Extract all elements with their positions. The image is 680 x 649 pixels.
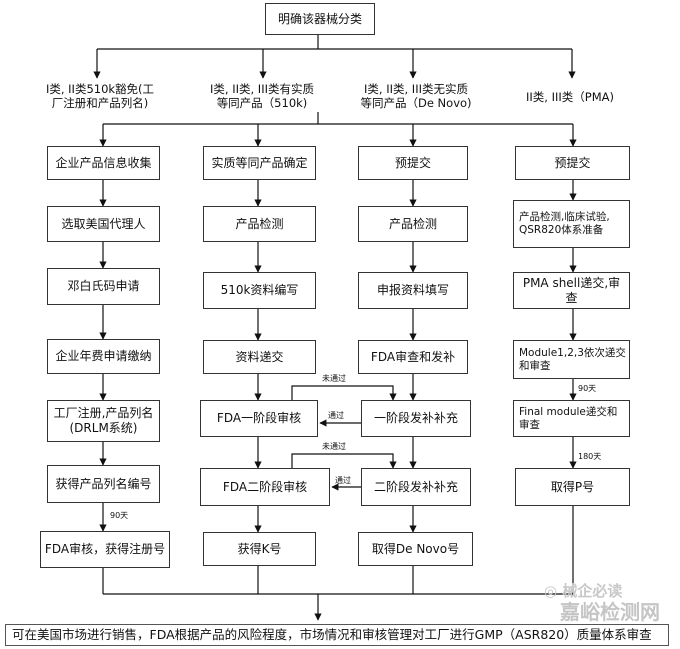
- step-2-5: FDA一阶段审核: [200, 400, 318, 437]
- step-2-6: FDA二阶段审核: [200, 468, 330, 506]
- step-1-7: FDA审核，获得注册号: [40, 531, 170, 568]
- branch-label-4: II类, III类（PMA): [526, 90, 614, 104]
- step-4-6: 取得P号: [515, 468, 630, 506]
- step-2-1: 实质等同产品确定: [203, 146, 316, 180]
- edge-label-not-passed-2: 未通过: [322, 442, 346, 451]
- edge-label-90-days-col4: 90天: [578, 384, 597, 393]
- step-1-6: 获得产品列名编号: [47, 465, 160, 503]
- branch-label-1: I类, II类510k豁免(工 厂注册和产品列名): [45, 82, 155, 110]
- edge-label-not-passed-1: 未通过: [322, 374, 346, 383]
- wechat-watermark: ◎ 械企必读: [544, 580, 622, 601]
- step-2-7: 获得K号: [203, 532, 316, 566]
- loop-arrow-not-passed-2: [291, 453, 397, 469]
- step-3-1: 预提交: [358, 146, 468, 180]
- bottom-summary-text: 可在美国市场进行销售，FDA根据产品的风险程度，市场情况和审核管理对工厂进行GM…: [12, 627, 652, 642]
- edge-label-passed-1: 通过: [328, 411, 344, 420]
- step-1-5: 工厂注册,产品列名 (DRLM系统): [47, 400, 160, 442]
- edge-label-90-days-col1: 90天: [110, 511, 129, 520]
- step-3-6: 二阶段发补补充: [361, 468, 471, 506]
- step-1-4: 企业年费申请缴纳: [47, 339, 160, 374]
- wechat-watermark-text: 械企必读: [562, 582, 623, 600]
- step-4-3: PMA shell递交,审查: [513, 272, 630, 309]
- step-1-2: 选取美国代理人: [47, 206, 160, 242]
- edge-label-passed-2: 通过: [335, 476, 351, 485]
- site-watermark: 嘉峪检测网: [560, 600, 660, 624]
- step-4-5: Final module递交和 审查: [513, 400, 630, 437]
- step-3-2: 产品检测: [358, 206, 468, 242]
- step-3-3: 申报资料填写: [358, 272, 468, 309]
- step-3-5: 一阶段发补补充: [361, 400, 471, 437]
- step-3-7: 取得De Novo号: [358, 532, 473, 566]
- step-2-4: 资料递交: [203, 340, 316, 374]
- branch-label-3: I类, II类, III类无实质 等同产品（De Novo): [360, 82, 472, 110]
- step-4-1: 预提交: [515, 146, 630, 180]
- step-1-1: 企业产品信息收集: [47, 146, 160, 180]
- step-2-3: 510k资料编写: [203, 272, 316, 309]
- loop-arrow-not-passed-1: [291, 385, 397, 401]
- step-4-4: Module1,2,3依次递交 和审查: [513, 340, 630, 379]
- wechat-icon: ◎: [544, 582, 558, 600]
- step-2-2: 产品检测: [203, 206, 316, 242]
- branch-label-2: I类, II类, III类有实质 等同产品（510k): [210, 82, 314, 110]
- bottom-summary-box: 可在美国市场进行销售，FDA根据产品的风险程度，市场情况和审核管理对工厂进行GM…: [5, 624, 669, 646]
- step-3-4: FDA审查和发补: [358, 340, 468, 374]
- edge-label-180-days: 180天: [578, 452, 602, 461]
- title-box: 明确该器械分类: [265, 3, 375, 35]
- step-1-3: 邓白氏码申请: [47, 268, 160, 305]
- title-text: 明确该器械分类: [277, 11, 362, 26]
- step-4-2: 产品检测,临床试验, QSR820体系准备: [513, 200, 630, 248]
